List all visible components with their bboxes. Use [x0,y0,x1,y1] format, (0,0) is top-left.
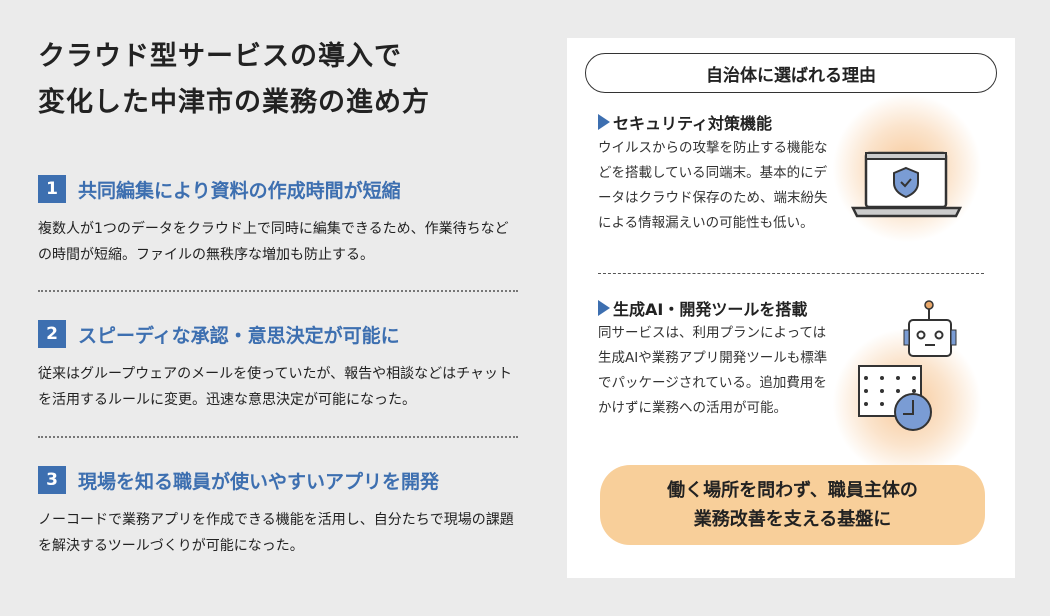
robot-calendar-icon [858,300,957,431]
panel-heading: 自治体に選ばれる理由 [585,53,997,93]
reason-title: 生成AI・開発ツールを搭載 [598,296,807,320]
title-line-2: 変化した中津市の業務の進め方 [38,87,430,118]
section-title: 現場を知る職員が使いやすいアプリを開発 [78,470,440,493]
section-number: 1 [38,175,66,203]
section-title: スピーディな承認・意思決定が可能に [78,324,400,347]
section-body: ノーコードで業務アプリを作成できる機能を活用し、自分たちで現場の課題を解決するツ… [38,512,514,554]
section-1: 1 共同編集により資料の作成時間が短縮 複数人が1つのデータをクラウド上で同時に編… [38,174,518,268]
conclusion-banner: 働く場所を問わず、職員主体の業務改善を支える基盤に [600,465,985,545]
section-body: 従来はグループウェアのメールを使っていたが、報告や相談などはチャットを活用するル… [38,366,513,408]
section-body: 複数人が1つのデータをクラウド上で同時に編集できるため、作業待ちなどの時間が短縮… [38,221,509,263]
laptop-shield-icon [850,151,963,218]
reason-body: 同サービスは、利用プランによっては生成AIや業務アプリ開発ツールも標準でパッケー… [598,325,828,416]
reasons-panel: 自治体に選ばれる理由 セキュリティ対策機能 ウイルスからの攻撃を防止する機能など… [567,38,1015,578]
dashed-divider [598,273,984,274]
triangle-icon [598,114,610,130]
section-3: 3 現場を知る職員が使いやすいアプリを開発 ノーコードで業務アプリを作成できる機能… [38,465,518,559]
triangle-icon [598,300,610,316]
conclusion-line-2: 業務改善を支える基盤に [693,509,892,530]
conclusion-line-1: 働く場所を問わず、職員主体の [667,480,918,501]
reason-body: ウイルスからの攻撃を防止する機能などを搭載している同端末。基本的にデータはクラウ… [598,140,828,231]
page-title: クラウド型サービスの導入で 変化した中津市の業務の進め方 [38,34,430,126]
section-title: 共同編集により資料の作成時間が短縮 [78,179,401,202]
section-2: 2 スピーディな承認・意思決定が可能に 従来はグループウェアのメールを使っていたが… [38,319,518,413]
divider [38,436,518,438]
reason-title: セキュリティ対策機能 [598,110,772,134]
divider [38,290,518,292]
section-number: 3 [38,466,66,494]
section-number: 2 [38,320,66,348]
title-line-1: クラウド型サービスの導入で [38,41,402,72]
